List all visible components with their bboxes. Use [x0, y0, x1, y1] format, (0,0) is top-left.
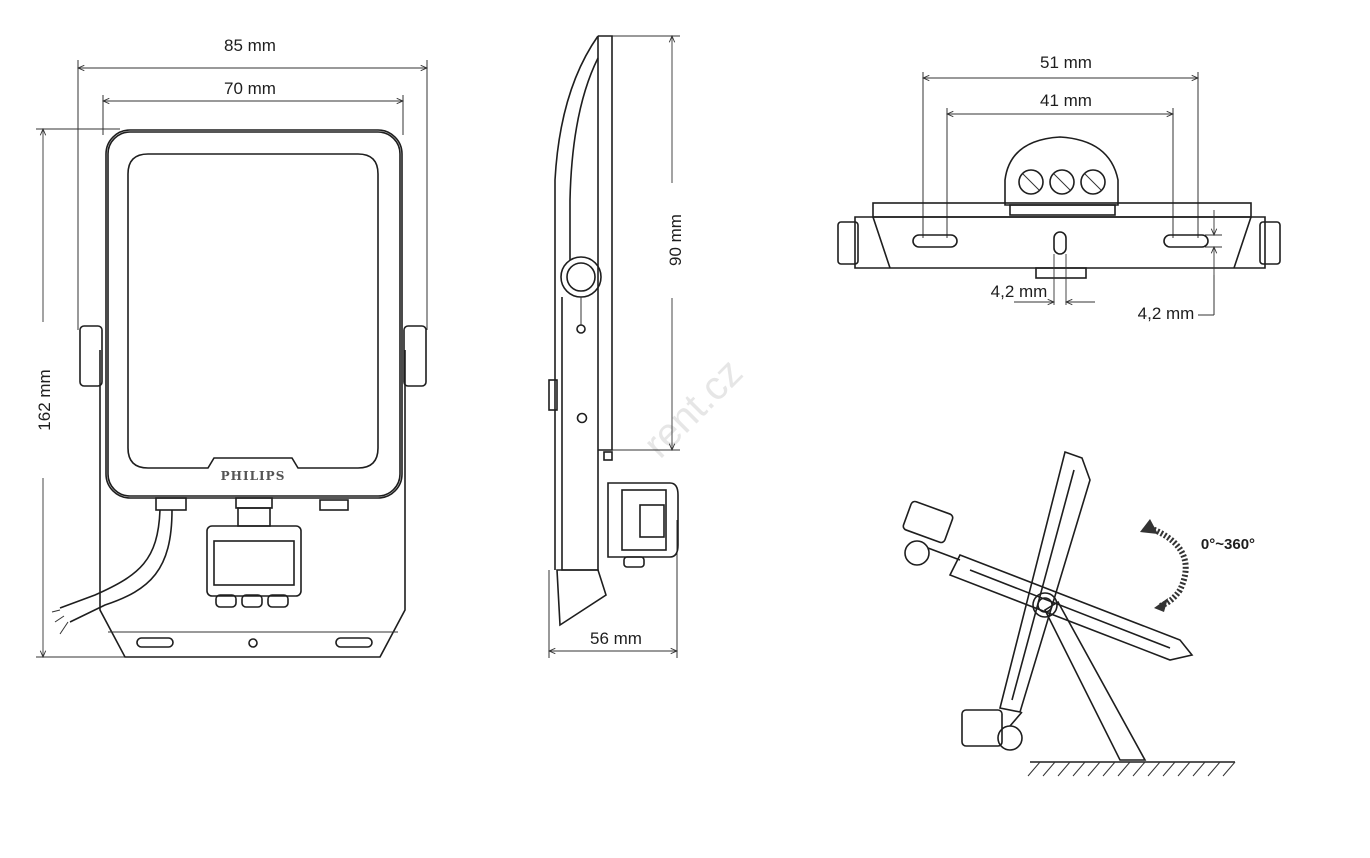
- dim-side-height: 90 mm: [666, 214, 685, 266]
- dim-height: 162 mm: [35, 369, 54, 430]
- rotation-view: 0°~360°: [902, 450, 1255, 777]
- watermark-text: rent.cz: [635, 350, 751, 466]
- dim-hole-center: 4,2 mm: [991, 282, 1048, 301]
- dim-bottom-outer: 51 mm: [1040, 53, 1092, 72]
- bottom-view: 51 mm 41 mm 4,2 mm: [837, 53, 1281, 323]
- dim-width-outer: 85 mm: [224, 36, 276, 55]
- front-view: 85 mm 70 mm 162 mm PHILIPS: [35, 36, 427, 657]
- dim-depth: 56 mm: [590, 629, 642, 648]
- dim-bottom-inner: 41 mm: [1040, 91, 1092, 110]
- rotation-angle-label: 0°~360°: [1201, 536, 1255, 553]
- dim-width-inner: 70 mm: [224, 79, 276, 98]
- dim-hole-side: 4,2 mm: [1138, 304, 1195, 323]
- brand-logo-text: PHILIPS: [221, 469, 286, 483]
- side-view: 90 mm 56 mm: [549, 36, 685, 658]
